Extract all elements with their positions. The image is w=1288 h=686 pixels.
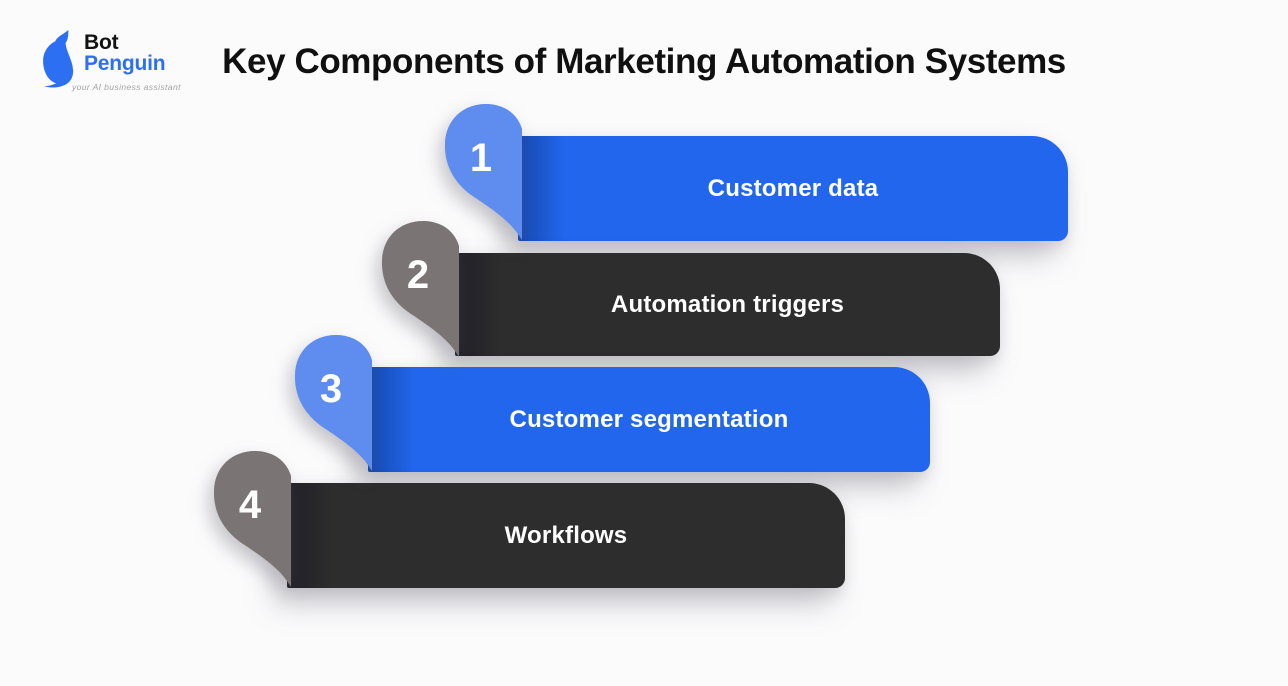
teardrop-badge-icon (444, 103, 522, 240)
number-badge-3: 3 (294, 334, 372, 471)
botpenguin-logo: Bot Penguin your AI business assistant (40, 26, 190, 96)
component-bar-workflows: Workflows (287, 483, 845, 588)
teardrop-badge-icon (294, 334, 372, 471)
logo-tagline: your AI business assistant (72, 82, 181, 92)
component-label: Customer segmentation (509, 405, 789, 433)
component-label: Workflows (504, 521, 628, 549)
badge-number: 4 (238, 482, 262, 527)
number-badge-4: 4 (213, 450, 291, 587)
component-bar-customer-segmentation: Customer segmentation (368, 367, 930, 472)
teardrop-badge-icon (381, 220, 459, 357)
number-badge-1: 1 (444, 103, 522, 240)
component-label: Automation triggers (610, 290, 845, 318)
logo-word-penguin: Penguin (84, 52, 166, 76)
number-badge-2: 2 (381, 220, 459, 357)
teardrop-badge-icon (213, 450, 291, 587)
badge-number: 3 (319, 366, 343, 411)
component-bar-customer-data: Customer data (518, 136, 1068, 241)
page-title: Key Components of Marketing Automation S… (222, 42, 1066, 81)
component-label: Customer data (707, 174, 879, 202)
logo-wordmark: Bot Penguin (84, 31, 166, 76)
logo-word-bot: Bot (84, 31, 119, 54)
penguin-icon (43, 30, 74, 88)
badge-number: 1 (469, 135, 493, 180)
badge-number: 2 (406, 252, 430, 297)
component-bar-automation-triggers: Automation triggers (455, 253, 1000, 356)
